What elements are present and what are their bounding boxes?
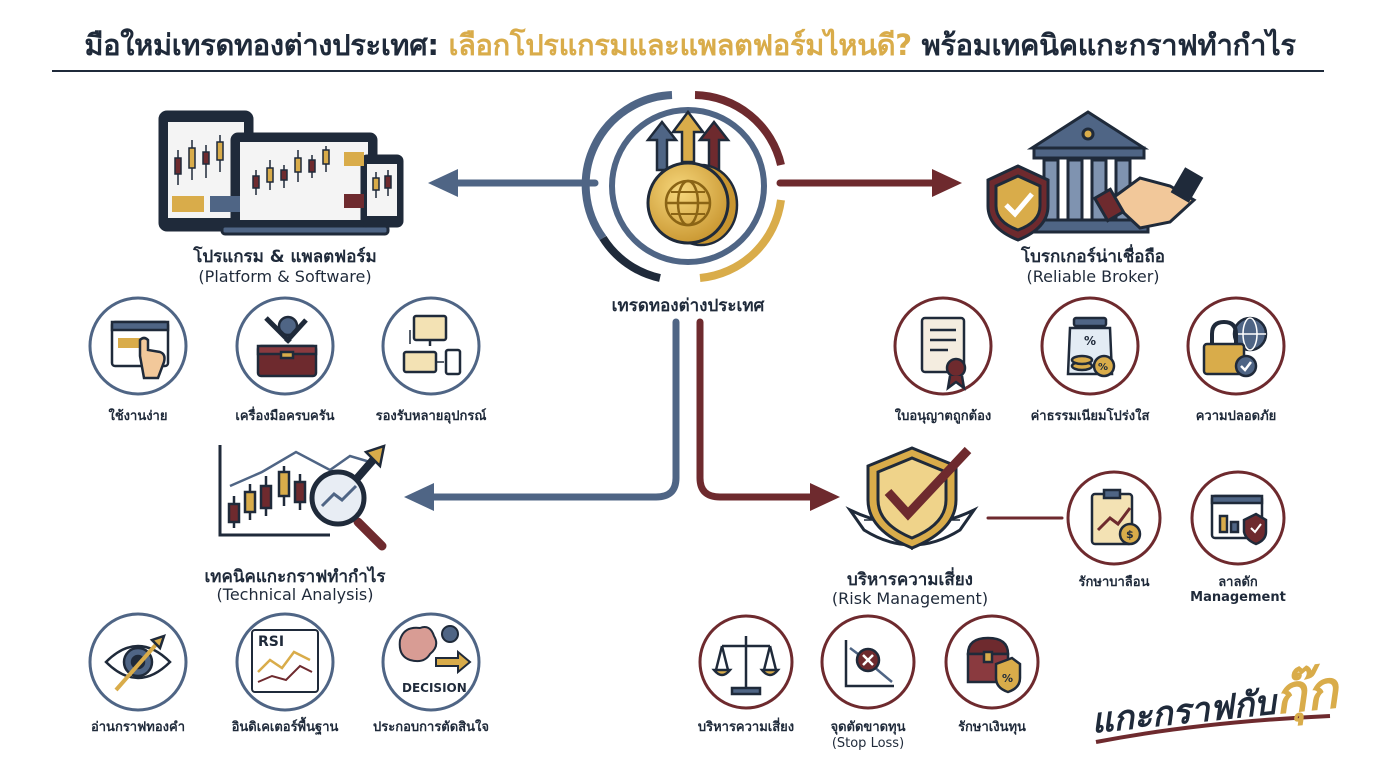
platform-item-devices: รองรับหลายอุปกรณ์ [375, 409, 487, 424]
brand-highlight: กุ๊ก [1271, 660, 1341, 727]
broker-subtitle: (Reliable Broker) [1026, 267, 1160, 286]
brand-underline [1095, 714, 1331, 744]
broker-title: โบรกเกอร์น่าเชื่อถือ [1020, 247, 1166, 267]
stop-loss-icon [844, 640, 894, 688]
title-part1: มือใหม่เทรดทองต่างประเทศ: [84, 28, 449, 62]
risk-side-item-1: รักษาบาลือน [1078, 575, 1150, 590]
platform-item-easy: ใช้งานง่าย [108, 409, 168, 424]
center-label: เทรดทองต่างประเทศ [611, 296, 765, 316]
multi-device-icon [402, 314, 462, 376]
platform-item-tools: เครื่องมือครบครัน [235, 409, 335, 424]
platform-subtitle: (Platform & Software) [198, 267, 372, 286]
title-part3: พร้อมเทคนิคแกะกราฟทำกำไร [911, 28, 1296, 62]
risk-item-capital: รักษาเงินทุน [958, 720, 1026, 735]
technical-item-indicator: อินดิเคเตอร์พื้นฐาน [231, 720, 339, 735]
chart-shield-icon [1210, 494, 1268, 546]
lock-globe-icon [1202, 316, 1268, 378]
title-highlight: เลือกโปรแกรมและแพลตฟอร์มไหนดี? [448, 28, 912, 62]
title-underline [52, 70, 1324, 72]
svg-text:%: % [1098, 362, 1108, 373]
broker-item-security: ความปลอดภัย [1195, 409, 1277, 424]
bank-handshake-icon [986, 110, 1204, 242]
technical-item-read: อ่านกราฟทองคำ [90, 720, 186, 735]
svg-text:$: $ [1126, 528, 1134, 541]
candlestick-magnifier-icon [218, 444, 387, 551]
small-icon-circles [88, 296, 1286, 712]
technical-title: เทคนิคแกะกราฟทำกำไร [204, 567, 386, 587]
broker-item-fees: ค่าธรรมเนียมโปร่งใส [1030, 409, 1150, 424]
technical-subtitle: (Technical Analysis) [216, 585, 374, 604]
shield-check-icon [845, 446, 979, 551]
decision-label: DECISION [402, 681, 467, 695]
risk-side-item-2-sub: Management [1190, 590, 1286, 605]
clipboard-coin-icon: $ [1090, 488, 1142, 546]
rsi-label: RSI [258, 634, 284, 650]
page-title: มือใหม่เทรดทองต่างประเทศ: เลือกโปรแกรมแล… [40, 22, 1340, 68]
risk-side-item-2: ลาลดัก [1218, 575, 1258, 590]
risk-item-manage: บริหารความเสี่ยง [697, 720, 795, 735]
platform-title: โปรแกรม & แพลตฟอร์ม [193, 247, 377, 267]
coin-globe-icon [581, 91, 785, 282]
balance-scale-icon [711, 636, 781, 696]
treasure-chest-icon: % [966, 636, 1022, 694]
license-certificate-icon [920, 316, 967, 391]
brand-text: แกะกราฟกับ [1089, 682, 1278, 742]
toolbox-icon [256, 315, 318, 378]
risk-title: บริหารความเสี่ยง [847, 570, 973, 590]
risk-item-stoploss-sub: (Stop Loss) [831, 736, 905, 751]
svg-text:%: % [1002, 672, 1013, 685]
risk-item-stoploss: จุดตัดขาดทุน [830, 720, 906, 735]
risk-subtitle: (Risk Management) [831, 589, 989, 608]
broker-item-license: ใบอนุญาตถูกต้อง [894, 409, 992, 424]
connector-lines [404, 169, 1064, 520]
technical-item-decision: ประกอบการตัดสินใจ [373, 720, 489, 735]
rsi-chart-icon: RSI [251, 629, 319, 693]
brain-decision-icon: DECISION [398, 625, 472, 695]
fee-jar-icon: % % [1066, 316, 1116, 378]
eye-chart-icon [104, 634, 172, 692]
click-screen-icon [110, 320, 170, 380]
device-screens-icon [158, 110, 404, 236]
svg-text:%: % [1084, 334, 1096, 348]
